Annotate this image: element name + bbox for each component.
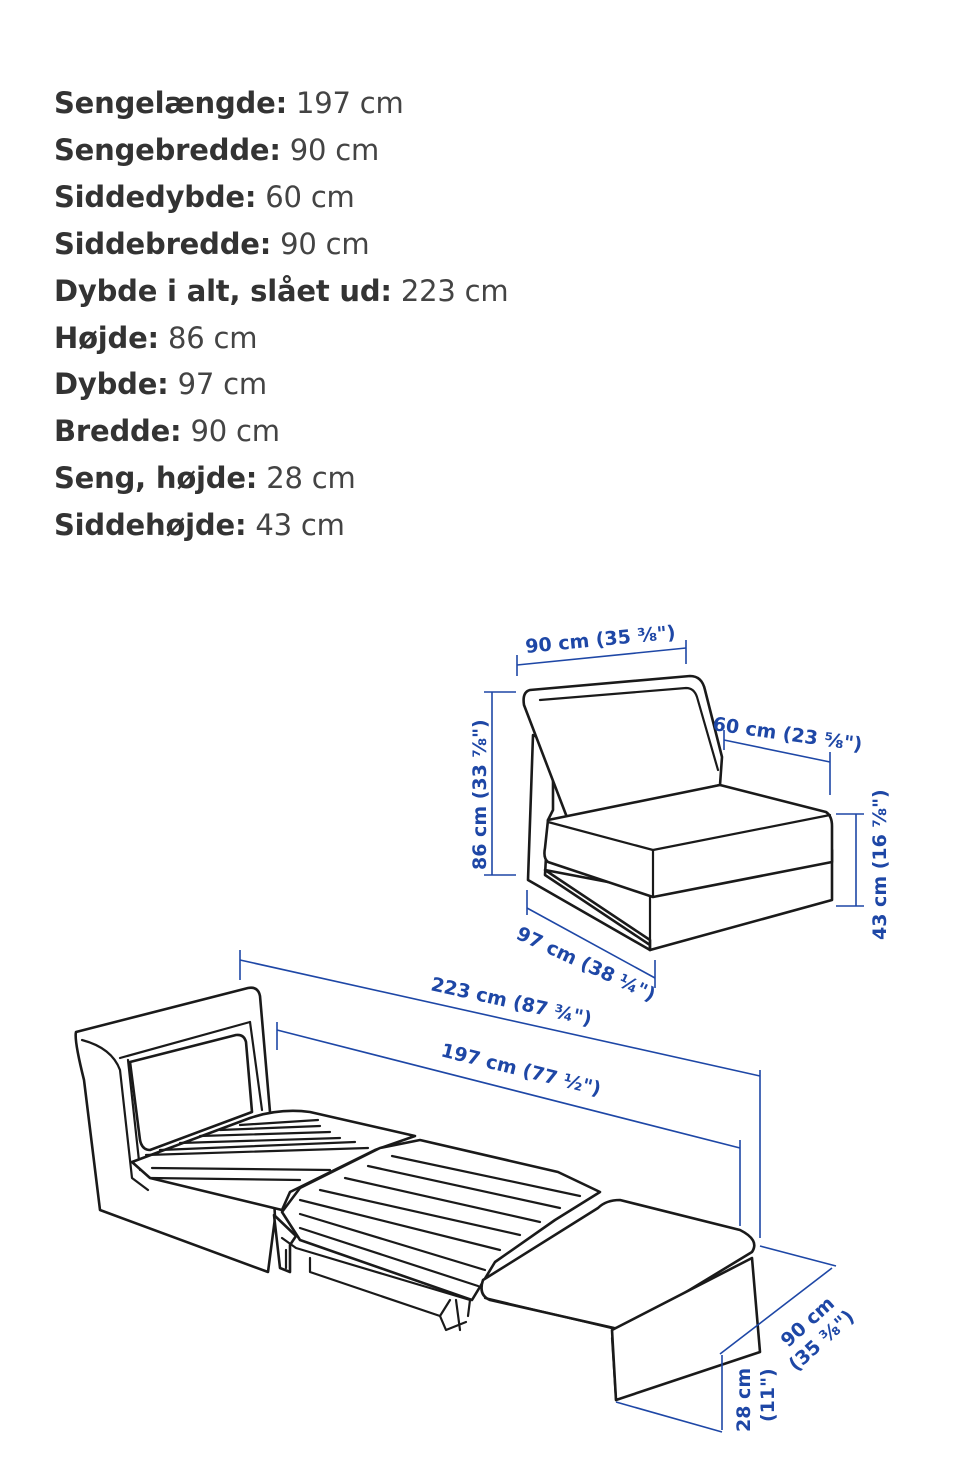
spec-label: Siddebredde: — [54, 226, 272, 261]
spec-bed-width: Sengebredde: 90 cm — [54, 127, 508, 174]
spec-seat-width: Siddebredde: 90 cm — [54, 221, 508, 268]
spec-label: Siddedybde: — [54, 179, 257, 214]
spec-height: Højde: 86 cm — [54, 315, 508, 362]
spec-bed-height: Seng, højde: 28 cm — [54, 455, 508, 502]
chair-seat-height-label: 43 cm (16 ⅞") — [869, 789, 891, 940]
spec-value: 60 cm — [265, 179, 355, 214]
mattress-stripes-2 — [298, 1154, 582, 1288]
chair-seat-height-dimension: 43 cm (16 ⅞") — [836, 789, 891, 940]
chair-height-label: 86 cm (33 ⅞") — [469, 719, 491, 870]
bed-height-dimension: 28 cm (11") — [615, 1355, 779, 1433]
chair-height-dimension: 86 cm (33 ⅞") — [469, 691, 516, 876]
spec-depth: Dybde: 97 cm — [54, 361, 508, 408]
spec-seat-height: Siddehøjde: 43 cm — [54, 502, 508, 549]
spec-total-depth-extended: Dybde i alt, slået ud: 223 cm — [54, 268, 509, 315]
spec-label: Højde: — [54, 320, 159, 355]
spec-label: Siddehøjde: — [54, 508, 247, 543]
sofa-bed-drawing — [74, 986, 762, 1402]
bed-total-depth-label: 223 cm (87 ¾") — [429, 973, 594, 1030]
chair-seat-depth-dimension: 60 cm (23 ⅝") — [711, 713, 864, 795]
spec-label: Sengelængde: — [54, 86, 287, 120]
spec-value: 28 cm — [266, 461, 356, 496]
spec-width: Bredde: 90 cm — [54, 408, 508, 455]
spec-value: 90 cm — [190, 414, 281, 449]
spec-value: 43 cm — [255, 508, 345, 543]
spec-label: Bredde: — [54, 414, 182, 449]
spec-label: Sengebredde: — [54, 132, 281, 167]
spec-label: Dybde i alt, slået ud: — [54, 273, 392, 308]
product-measurements-list: Sengelængde: 197 cm Sengebredde: 90 cm S… — [54, 80, 509, 549]
mattress-stripes-1 — [144, 1118, 370, 1182]
spec-bed-length: Sengelængde: 197 cm — [54, 80, 508, 127]
chair-seat-depth-label: 60 cm (23 ⅝") — [711, 713, 863, 756]
chair-width-dimension: 90 cm (35 ⅜") — [516, 622, 687, 676]
chair-width-label: 90 cm (35 ⅜") — [524, 622, 676, 658]
spec-label: Dybde: — [54, 367, 169, 402]
spec-value: 97 cm — [177, 367, 268, 402]
spec-seat-depth: Siddedybde: 60 cm — [54, 174, 508, 221]
spec-value: 90 cm — [289, 132, 380, 167]
chair-drawing — [522, 674, 834, 952]
bed-height-label-cm: 28 cm — [733, 1368, 755, 1432]
bed-height-label-in: (11") — [757, 1368, 779, 1422]
spec-value: 223 cm — [400, 273, 509, 308]
spec-value: 86 cm — [168, 320, 258, 355]
spec-label: Seng, højde: — [54, 461, 258, 496]
spec-value: 197 cm — [296, 86, 404, 120]
spec-value: 90 cm — [280, 226, 370, 261]
